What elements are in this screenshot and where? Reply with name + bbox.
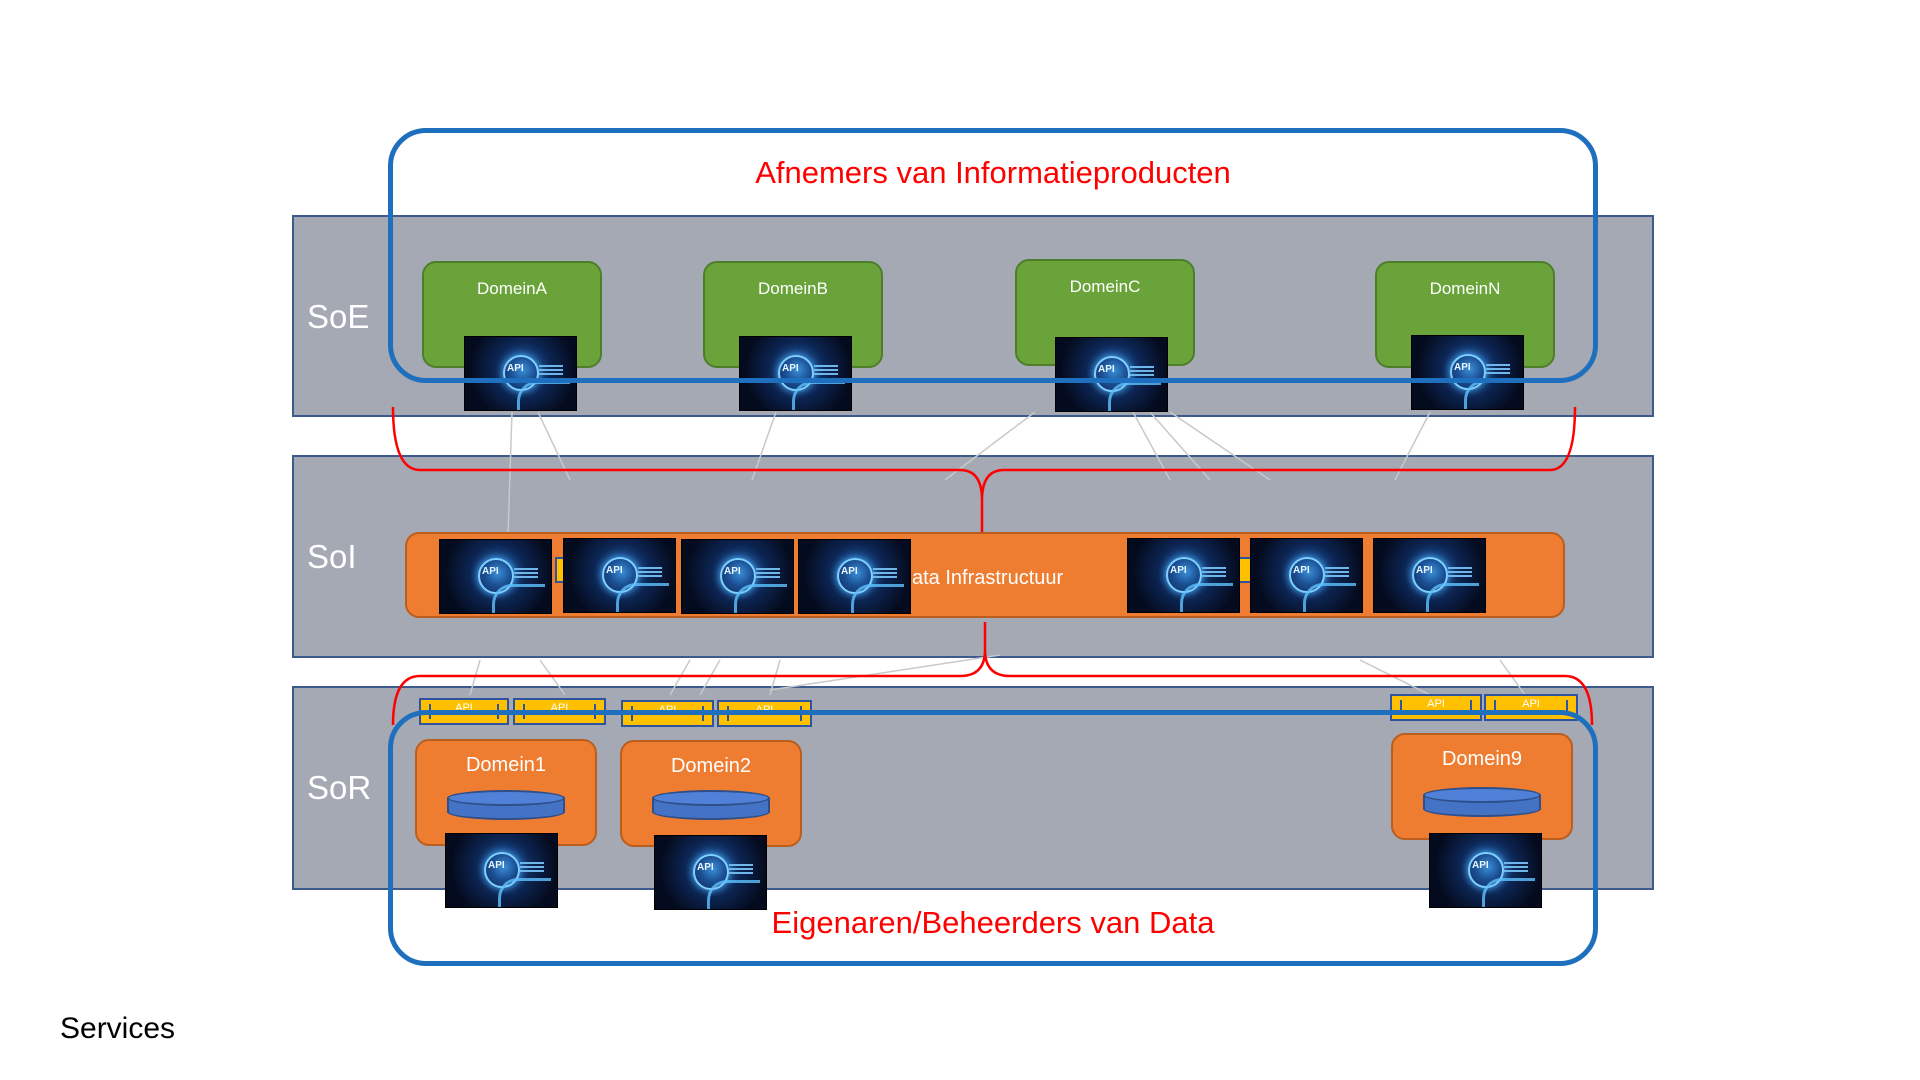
domain-n-box: DomeinN (1375, 261, 1555, 368)
api-hand-touch-icon: API (1127, 538, 1240, 613)
owners-outline (388, 710, 1598, 966)
api-tag: API (1390, 694, 1482, 721)
domain-b-label: DomeinB (758, 279, 828, 298)
domain-2-box: Domein2 (620, 740, 802, 847)
domain-c-label: DomeinC (1069, 277, 1141, 296)
api-badge-text: API (1170, 565, 1187, 576)
api-badge-text: API (782, 363, 799, 374)
api-hand-touch-icon: API (739, 336, 852, 411)
api-badge-text: API (1472, 860, 1489, 871)
api-tag-label: API (1427, 698, 1445, 710)
api-hand-touch-icon: API (439, 539, 552, 614)
database-cylinder-icon (652, 790, 770, 824)
domain-9-box: Domein9 (1391, 733, 1573, 840)
domain-2-label: Domein2 (670, 755, 752, 777)
lower-brace (391, 622, 1594, 726)
api-badge-text: API (482, 566, 499, 577)
domain-n-label: DomeinN (1429, 279, 1501, 298)
api-tag-label: API (1522, 698, 1540, 710)
consumers-title: Afnemers van Informatieproducten (755, 155, 1231, 190)
consumers-outline (388, 128, 1598, 383)
domain-1-box: Domein1 (415, 739, 597, 846)
api-badge-text: API (507, 363, 524, 374)
domain-9-label: Domein9 (1441, 748, 1523, 770)
api-hand-touch-icon: API (1429, 833, 1542, 908)
data-infrastructure-label: ata Infrastructuur (912, 567, 1064, 589)
database-cylinder-icon (1423, 787, 1541, 821)
api-badge-text: API (697, 862, 714, 873)
api-hand-touch-icon: API (681, 539, 794, 614)
api-hand-touch-icon: API (1373, 538, 1486, 613)
api-hand-touch-icon: API (1411, 335, 1524, 410)
api-hand-touch-icon: API (1250, 538, 1363, 613)
services-footer: Services (60, 1012, 176, 1045)
api-badge-text: API (1098, 364, 1115, 375)
api-hand-touch-icon: API (563, 538, 676, 613)
api-hand-touch-icon: API (654, 835, 767, 910)
database-cylinder-icon (447, 790, 565, 824)
api-badge-text: API (841, 566, 858, 577)
api-hand-touch-icon: API (445, 833, 558, 908)
api-badge-text: API (1454, 362, 1471, 373)
api-badge-text: API (1416, 565, 1433, 576)
domain-a-label: DomeinA (477, 279, 547, 298)
api-badge-text: API (606, 565, 623, 576)
upper-brace (391, 406, 1577, 532)
soe-label: SoE (307, 298, 370, 335)
api-hand-touch-icon: API (1055, 337, 1168, 412)
owners-title: Eigenaren/Beheerders van Data (771, 905, 1215, 940)
api-hand-touch-icon: API (798, 539, 911, 614)
api-badge-text: API (488, 860, 505, 871)
domain-1-label: Domein1 (465, 754, 547, 776)
soi-label: SoI (307, 538, 357, 575)
sor-label: SoR (307, 769, 372, 806)
api-badge-text: API (1293, 565, 1310, 576)
api-hand-touch-icon: API (464, 336, 577, 411)
api-badge-text: API (724, 566, 741, 577)
